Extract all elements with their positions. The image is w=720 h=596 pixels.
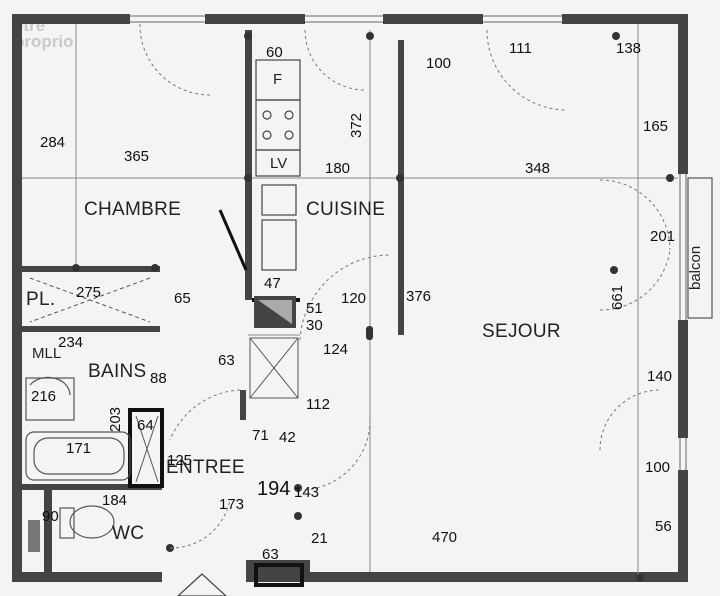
dim-30: 30 — [306, 317, 323, 334]
label-balcon: balcon — [687, 245, 704, 290]
dim-173: 173 — [219, 496, 245, 513]
dim-661: 661 — [609, 284, 626, 310]
interior-walls — [22, 30, 404, 572]
dim-275: 275 — [76, 284, 102, 301]
dim-56: 56 — [655, 518, 672, 535]
dim-140: 140 — [647, 368, 673, 385]
dim-194: 194 — [257, 478, 291, 500]
bold-partitions — [128, 298, 304, 587]
dim-64: 64 — [137, 417, 154, 434]
door-swings — [139, 23, 671, 549]
dim-51: 51 — [306, 300, 323, 317]
dim-284: 284 — [40, 134, 66, 151]
dim-111: 111 — [509, 40, 532, 57]
dim-372: 372 — [348, 112, 365, 138]
dim-165: 165 — [643, 118, 669, 135]
dim-90: 90 — [42, 508, 59, 525]
room-placard: PL. — [26, 289, 56, 310]
entrance-marker — [177, 573, 227, 596]
dim-234: 234 — [58, 334, 84, 351]
dim-47: 47 — [264, 275, 281, 292]
room-entree: ENTREE — [166, 457, 245, 478]
dim-365: 365 — [124, 148, 150, 165]
dim-71: 71 — [252, 427, 269, 444]
outer-walls — [12, 14, 688, 582]
diagonal-line — [218, 209, 248, 271]
dim-60: 60 — [266, 44, 283, 61]
label-fridge: F — [273, 71, 283, 88]
room-cuisine: CUISINE — [306, 199, 386, 220]
room-chambre: CHAMBRE — [84, 199, 182, 220]
dim-470: 470 — [432, 529, 458, 546]
kitchen-fixtures — [255, 59, 301, 271]
room-bains: BAINS — [88, 361, 147, 382]
dim-120: 120 — [341, 290, 367, 307]
label-dishwasher: LV — [270, 155, 288, 172]
windows — [130, 15, 687, 470]
room-wc: WC — [112, 523, 145, 544]
kitchen-block — [254, 296, 296, 328]
dim-63b: 63 — [262, 546, 279, 563]
dim-138: 138 — [616, 40, 642, 57]
dim-171: 171 — [66, 440, 92, 457]
dim-376: 376 — [406, 288, 432, 305]
dim-112: 112 — [306, 396, 330, 413]
junction-dots — [72, 32, 674, 582]
dim-216: 216 — [31, 388, 57, 405]
label-mlle: MLL — [32, 345, 62, 362]
balcony — [687, 177, 713, 319]
dim-100a: 100 — [426, 55, 452, 72]
bathroom-fixtures — [25, 376, 131, 552]
dim-88: 88 — [150, 370, 167, 387]
dim-100b: 100 — [645, 459, 671, 476]
closet-marks — [29, 277, 299, 483]
watermark-line-2: proprio — [14, 32, 74, 52]
dimension-lines — [22, 24, 678, 580]
dim-180: 180 — [325, 160, 351, 177]
dim-63a: 63 — [218, 352, 235, 369]
dim-348: 348 — [525, 160, 551, 177]
dim-65: 65 — [174, 290, 191, 307]
dim-184: 184 — [102, 492, 128, 509]
dim-125: 125 — [167, 452, 193, 469]
dim-201: 201 — [650, 228, 676, 245]
dim-143: 143 — [294, 484, 320, 501]
dim-203: 203 — [107, 406, 124, 432]
dim-42: 42 — [279, 429, 296, 446]
dim-124: 124 — [323, 341, 349, 358]
dim-21: 21 — [311, 530, 328, 547]
room-sejour: SEJOUR — [482, 321, 561, 342]
